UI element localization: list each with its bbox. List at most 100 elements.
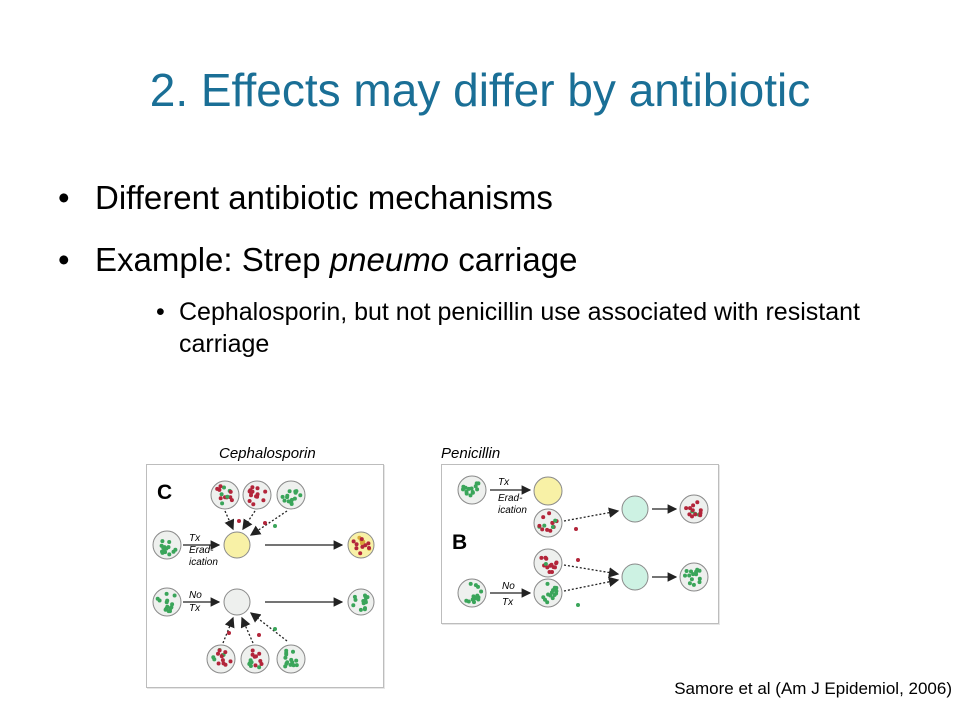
bacterium-dot	[546, 592, 551, 597]
culture-circle	[533, 508, 563, 538]
bacterium-dot	[358, 607, 363, 612]
bacterium-dot	[687, 573, 692, 578]
bacterium-dot	[167, 552, 172, 557]
bacterium-dot	[691, 582, 696, 587]
bacterium-dot	[250, 489, 255, 494]
bacterium-dot	[166, 609, 171, 614]
bacterium-dot	[479, 589, 484, 594]
result-circle	[347, 531, 375, 559]
penicillin-panel: B Tx Erad- ication No Tx	[441, 464, 719, 624]
penicillin-label: Penicillin	[441, 445, 501, 462]
culture-circle	[242, 480, 272, 510]
bacterium-dot	[280, 494, 285, 499]
no-label: No	[502, 581, 515, 592]
ication-label: ication	[498, 505, 527, 516]
bacterium-dot	[163, 607, 168, 612]
bullet-example-italic: pneumo	[329, 241, 450, 278]
empty-host-circle	[621, 495, 649, 523]
bacterium-dot	[464, 489, 469, 494]
culture-circle	[276, 480, 306, 510]
bacterium-dot	[475, 487, 480, 492]
bacterium-dot	[547, 570, 552, 574]
bacterium-dot	[216, 651, 220, 656]
bullet-mechanisms-text: Different antibiotic mechanisms	[95, 179, 553, 216]
dotted-arrow	[563, 576, 620, 592]
bacterium-dot	[545, 565, 550, 570]
bacterium-dot	[469, 486, 474, 491]
bacterium-dot	[225, 494, 230, 499]
bacterium-dot	[684, 569, 689, 573]
dotted-arrow	[242, 510, 256, 531]
bacterium-dot	[257, 651, 262, 656]
erad-label: Erad-	[189, 545, 214, 556]
culture-circle	[533, 548, 563, 578]
bacterium-dot	[363, 595, 368, 600]
bacterium-dot	[474, 481, 479, 486]
dotted-arrow	[224, 510, 235, 531]
bacterium-dot	[221, 661, 226, 666]
bacterium-dot	[285, 493, 290, 498]
bacterium-dot	[255, 494, 260, 499]
bacterium-dot	[287, 489, 292, 494]
bacterium-dot	[298, 493, 303, 498]
bacterium-dot	[259, 662, 264, 666]
culture-circle	[457, 475, 487, 505]
ication-label: ication	[189, 557, 218, 568]
bacterium-dot	[550, 596, 555, 601]
result-circle	[347, 588, 375, 616]
slide-title: 2. Effects may differ by antibiotic	[149, 64, 811, 116]
bacterium-dot	[690, 508, 695, 513]
bacterium-dot	[212, 657, 217, 662]
result-circle	[679, 494, 709, 524]
bacterium-dot	[351, 603, 356, 608]
bacterium-dot	[255, 486, 260, 491]
bacterium-dot	[223, 650, 228, 655]
empty-host-circle	[621, 563, 649, 591]
bacterium-dot	[292, 496, 297, 501]
bacterium-dot	[288, 662, 293, 667]
bacterium-dot	[687, 581, 692, 586]
bacterium-dot	[219, 492, 224, 497]
culture-circle	[240, 644, 270, 674]
dotted-arrow	[240, 616, 254, 644]
bacterium-dot	[547, 511, 552, 516]
notx-label: Tx	[502, 597, 514, 608]
bacterium-dot	[253, 663, 258, 668]
bacterium-dot	[554, 589, 559, 594]
sub-bullet-cephalosporin: • Cephalosporin, but not penicillin use …	[58, 296, 918, 360]
bacterium-dot	[543, 562, 548, 566]
bacterium-dot	[352, 594, 357, 599]
bacterium-dot	[470, 490, 475, 494]
bullet-example-prefix: Example: Strep	[95, 241, 330, 278]
bacterium-dot	[220, 501, 225, 506]
bacterium-dot	[248, 658, 253, 663]
bacterium-dot	[358, 551, 363, 556]
bacterium-dot	[470, 597, 475, 602]
bacterium-dot	[554, 560, 559, 565]
bacterium-dot	[251, 502, 256, 507]
bacterium-dot	[689, 577, 694, 582]
bacterium-dot	[353, 597, 358, 602]
bacterium-dot	[553, 565, 557, 570]
bacterium-dot	[294, 663, 299, 668]
dotted-arrow	[563, 507, 620, 522]
sub-bullet-dot: •	[156, 298, 165, 326]
bacterium-dot	[289, 500, 294, 505]
bacterium-dot	[548, 528, 553, 533]
bacterium-dot	[283, 664, 288, 669]
bacterium-dot	[283, 655, 288, 660]
culture-circle	[152, 587, 182, 617]
bacterium-dot	[171, 549, 176, 554]
bacterium-dot	[294, 489, 299, 494]
bacterium-dot	[553, 518, 558, 523]
eradicated-host-circle	[223, 531, 251, 559]
bacterium-dot	[354, 542, 359, 547]
bullet-example-suffix: carriage	[449, 241, 578, 278]
bacterium-dot	[164, 591, 169, 596]
culture-circle	[152, 530, 182, 560]
notx-label: Tx	[189, 603, 201, 614]
culture-circle	[533, 578, 563, 608]
bacterium-dot	[284, 648, 289, 653]
bacterium-dot	[683, 573, 687, 578]
bacterium-dot	[161, 545, 166, 550]
